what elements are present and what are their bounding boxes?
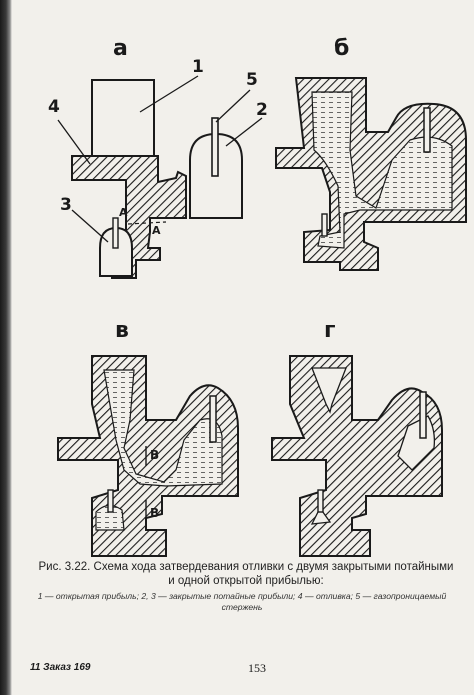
section-marker-a-left: A	[119, 206, 128, 219]
casting-v	[57, 355, 239, 557]
panel-a-drawing	[57, 75, 263, 279]
printer-order-mark: 11 Заказ 169	[30, 662, 91, 673]
callout-1: 1	[192, 57, 204, 77]
liquid-metal-b	[311, 91, 453, 249]
panel-letter-g: г	[324, 318, 336, 343]
book-spine-shadow	[0, 0, 12, 695]
section-marker-b-top: B	[150, 448, 160, 462]
casting-diagram	[57, 75, 467, 557]
shrinkage-cavity-g	[311, 367, 347, 414]
figure-legend: 1 — открытая прибыль; 2, 3 — закрытые по…	[37, 591, 447, 612]
panel-letter-v: в	[115, 318, 129, 343]
page-number: 153	[248, 661, 266, 675]
callout-3: 3	[60, 195, 72, 215]
casting-4	[71, 155, 187, 279]
panel-v-drawing	[57, 355, 239, 557]
gas-permeable-core-5	[211, 117, 219, 177]
figure-caption: Рис. 3.22. Схема хода затвердевания отли…	[38, 561, 454, 587]
callout-4: 4	[48, 97, 60, 117]
panel-g-drawing	[271, 355, 443, 557]
callout-5: 5	[246, 70, 258, 90]
panel-b-drawing	[275, 77, 467, 271]
callout-2: 2	[256, 100, 268, 120]
section-marker-a-right: A	[152, 224, 161, 237]
panel-letter-a: а	[113, 36, 128, 61]
casting-g	[271, 355, 443, 557]
section-marker-b-bottom: B	[150, 506, 160, 520]
panel-letter-b: б	[334, 36, 350, 61]
open-riser-1	[91, 79, 155, 157]
